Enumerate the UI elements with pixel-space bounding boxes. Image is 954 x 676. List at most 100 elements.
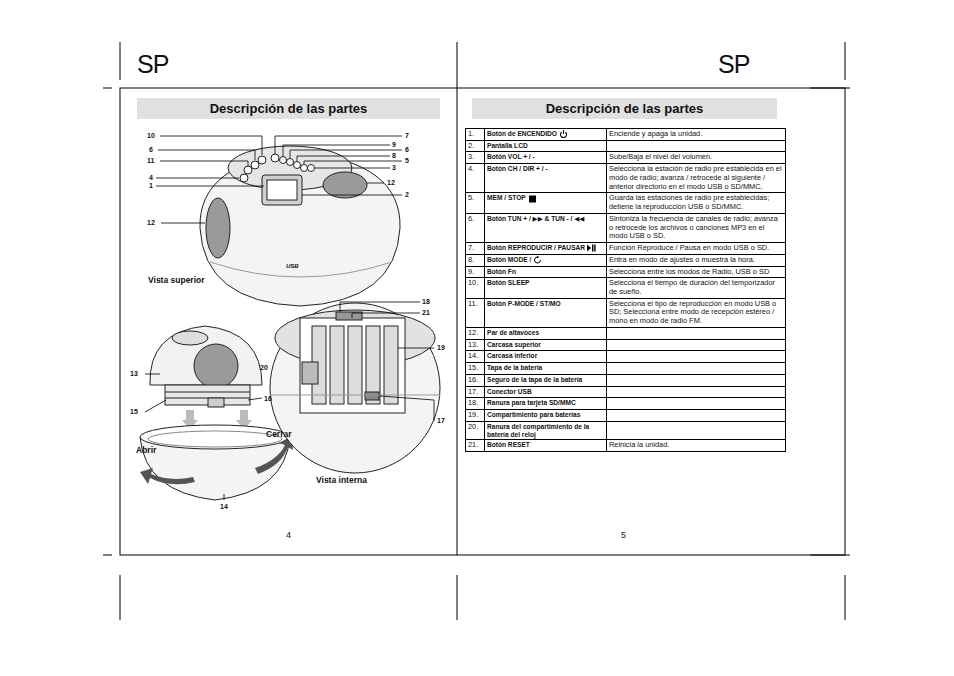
part-name-cell: Botón de ENCENDIDO: [485, 129, 607, 141]
part-name: Botón RESET: [487, 441, 530, 448]
function-cell: Función Reproduce / Pausa en modo USB o …: [607, 243, 786, 255]
page-number: 5: [621, 531, 626, 540]
part-function: Selecciona la estación de radio pre esta…: [609, 164, 782, 190]
callout-number: 14: [220, 503, 228, 510]
part-name-cell: Botón VOL + / -: [485, 152, 607, 164]
power-icon: [559, 130, 568, 138]
callout-number: 12: [387, 179, 395, 186]
function-cell: Guarda las estaciones de radio pre estab…: [607, 193, 786, 213]
mode-icon: [533, 256, 542, 264]
row-number: 14.: [468, 351, 478, 360]
row-number-cell: 9.: [466, 266, 485, 278]
function-cell: Selecciona el tipo de reproducción en mo…: [607, 298, 786, 327]
page-tag: SP: [718, 52, 749, 77]
part-function: Selecciona entre los modos de Radio, USB…: [609, 267, 769, 276]
callout-number: 12: [147, 219, 155, 226]
function-cell: Sintoniza la frecuencia de canales de ra…: [607, 213, 786, 242]
part-name-cell: Botón TUN + / ▶▶ & TUN - / ◀◀: [485, 213, 607, 242]
function-cell: Sube/Baja el nivel del volumen.: [607, 152, 786, 164]
callout-number: 4: [149, 174, 153, 181]
part-name-cell: Botón RESET: [485, 440, 607, 452]
part-name: Botón de ENCENDIDO: [487, 130, 557, 137]
title-band: Descripción de las partes: [472, 98, 777, 119]
part-function: Selecciona el tipo de reproducción en mo…: [609, 299, 776, 325]
stop-icon: [528, 195, 537, 203]
callout-number: 8: [392, 152, 396, 159]
row-number-cell: 12.: [466, 327, 485, 339]
part-name-cell: Botón REPRODUCIR / PAUSAR: [485, 243, 607, 255]
function-cell: Entra en modo de ajustes o muestra la ho…: [607, 254, 786, 266]
logo-text: USB: [286, 263, 299, 269]
row-number-cell: 13.: [466, 339, 485, 351]
part-name: Ranura para tarjeta SD/MMC: [487, 399, 576, 406]
part-name-cell: Ranura para tarjeta SD/MMC: [485, 398, 607, 410]
row-number: 7.: [468, 243, 474, 252]
callout-number: 10: [147, 132, 155, 139]
callout-number: 2: [405, 191, 409, 198]
action-caption: Abrir: [136, 446, 156, 455]
part-name-cell: Botón Fn: [485, 266, 607, 278]
callout-number: 3: [392, 164, 396, 171]
part-name: Tapa de la batería: [487, 364, 542, 371]
play-icon: [587, 244, 596, 252]
callout-number: 18: [422, 298, 430, 305]
callout-number: 5: [405, 157, 409, 164]
callout-number: 21: [422, 309, 430, 316]
row-number-cell: 20.: [466, 421, 485, 440]
part-name-cell: Tapa de la batería: [485, 363, 607, 375]
part-name-cell: Seguro de la tapa de la batería: [485, 374, 607, 386]
parts-table: 1.Botón de ENCENDIDO Enciende y apaga la …: [465, 128, 786, 452]
row-number: 16.: [468, 375, 478, 384]
part-name-cell: Botón MODE /: [485, 254, 607, 266]
callout-number: 11: [147, 157, 154, 164]
part-name-cell: Botón SLEEP: [485, 278, 607, 298]
row-number: 2.: [468, 141, 474, 150]
row-number: 3.: [468, 152, 474, 161]
function-cell: [607, 339, 786, 351]
function-cell: [607, 327, 786, 339]
row-number-cell: 1.: [466, 129, 485, 141]
callout-number: 6: [149, 146, 153, 153]
part-name-cell: Compartimiento para baterías: [485, 410, 607, 422]
function-cell: Selecciona entre los modos de Radio, USB…: [607, 266, 786, 278]
row-number: 9.: [468, 267, 474, 276]
part-name: Compartimiento para baterías: [487, 411, 580, 418]
part-function: Guarda las estaciones de radio pre estab…: [609, 193, 769, 211]
part-function: Enciende y apaga la unidad.: [609, 129, 702, 138]
row-number-cell: 15.: [466, 363, 485, 375]
part-name: Carcasa superior: [487, 341, 541, 348]
title-band: Descripción de las partes: [137, 98, 440, 119]
part-function: Función Reproduce / Pausa en modo USB o …: [609, 243, 769, 252]
row-number-cell: 16.: [466, 374, 485, 386]
title-text: Descripción de las partes: [546, 101, 704, 116]
callout-number: 6: [405, 146, 409, 153]
row-number: 4.: [468, 164, 474, 173]
function-cell: [607, 363, 786, 375]
function-cell: [607, 351, 786, 363]
row-number-cell: 19.: [466, 410, 485, 422]
part-name-cell: Carcasa superior: [485, 339, 607, 351]
function-cell: Reinicia la unidad.: [607, 440, 786, 452]
part-name-cell: Ranura del compartimiento de la batería …: [485, 421, 607, 440]
part-function: Sintoniza la frecuencia de canales de ra…: [609, 214, 778, 240]
row-number: 19.: [468, 410, 478, 419]
part-name: Botón SLEEP: [487, 279, 530, 286]
row-number: 10.: [468, 278, 478, 287]
row-number-cell: 10.: [466, 278, 485, 298]
part-name: Botón P-MODE / ST/MO: [487, 300, 561, 307]
part-name: Carcasa inferior: [487, 352, 537, 359]
action-caption: Cerrar: [266, 430, 292, 439]
view-caption: Vista superior: [148, 276, 205, 285]
row-number: 18.: [468, 398, 478, 407]
row-number-cell: 14.: [466, 351, 485, 363]
callout-number: 17: [437, 417, 445, 424]
function-cell: [607, 421, 786, 440]
part-name: Botón CH / DIR + / -: [487, 165, 548, 172]
part-name: Par de altavoces: [487, 329, 539, 336]
row-number-cell: 5.: [466, 193, 485, 213]
part-name: Seguro de la tapa de la batería: [487, 376, 582, 383]
row-number: 12.: [468, 328, 478, 337]
page-number: 4: [286, 531, 291, 540]
part-name-cell: Pantalla LCD: [485, 140, 607, 152]
part-name: Botón MODE /: [487, 256, 531, 263]
